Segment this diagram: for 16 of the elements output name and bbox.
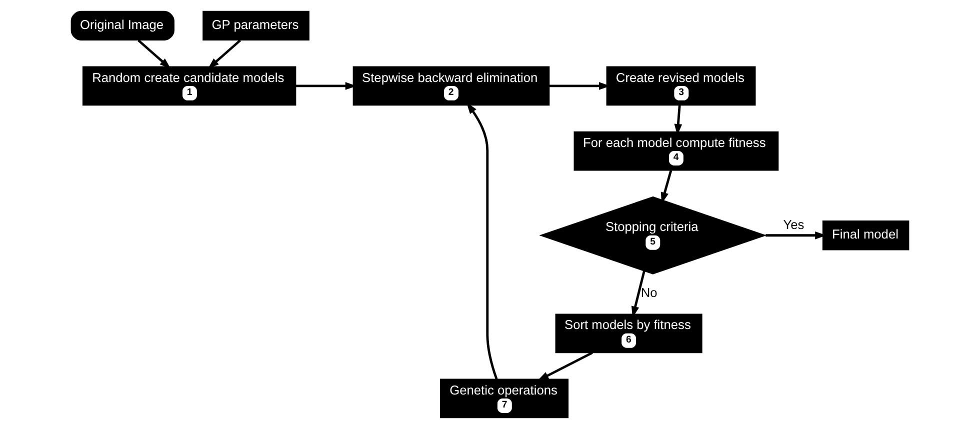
node-box: Random create candidate models 1 [82,66,296,106]
node-diamond: Stopping criteria 5 [538,196,766,274]
node-box: Original Image [70,10,174,41]
node-box: Stepwise backward elimination 2 [352,66,550,106]
node-box: Genetic operations 7 [439,378,568,418]
arrow [466,102,498,380]
node-box: Final model [822,220,909,250]
arrow [536,352,592,381]
edge-label: Yes [782,216,804,232]
node-box: Create revised models 3 [606,66,756,106]
node-box: For each model compute fitness 4 [573,131,778,171]
node-box: GP parameters [202,10,309,41]
arrow [207,40,240,69]
node-box: Sort models by fitness 6 [554,314,702,354]
edge-label: No [640,285,657,300]
arrow [137,40,170,69]
